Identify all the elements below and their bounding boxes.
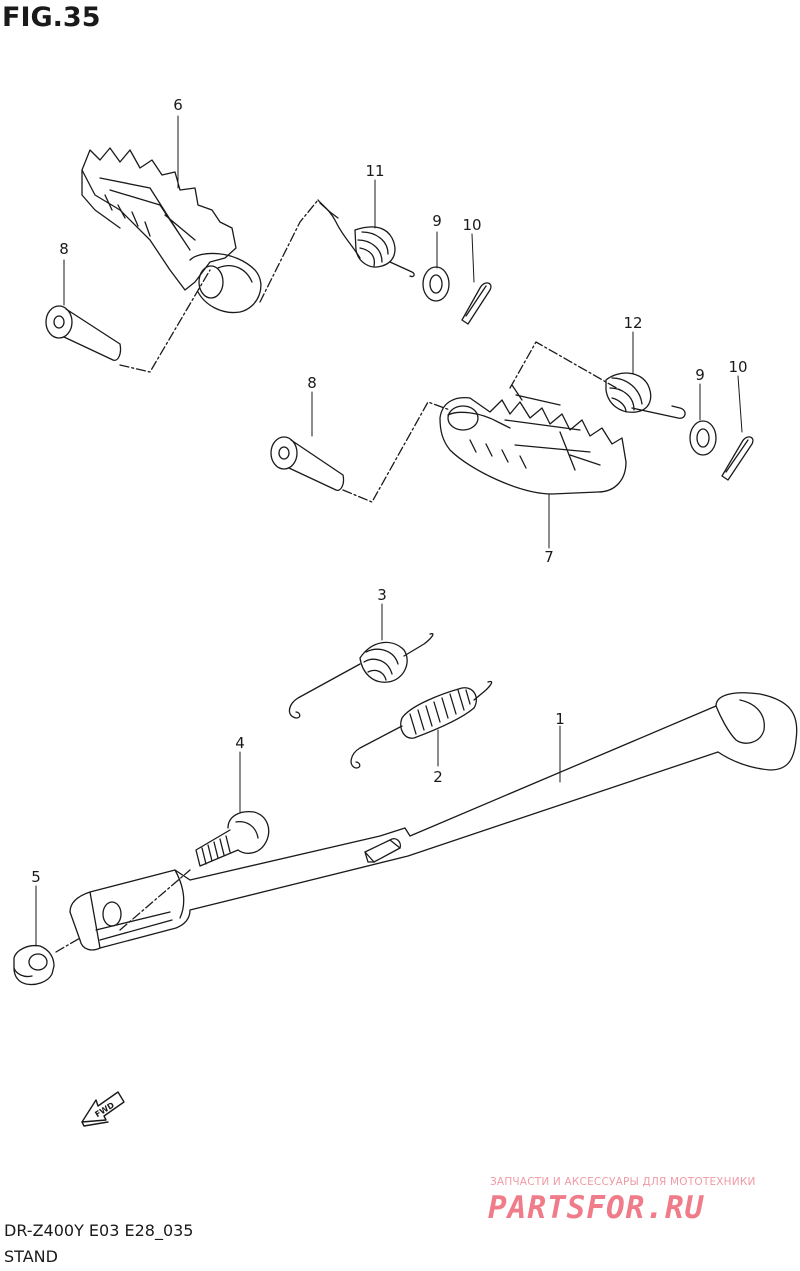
leader-lines bbox=[35, 115, 743, 947]
callout-10-lower: 10 bbox=[728, 358, 747, 376]
fwd-arrow-icon bbox=[81, 1091, 125, 1127]
callout-11: 11 bbox=[365, 162, 384, 180]
callout-6: 6 bbox=[173, 96, 183, 114]
nut-part-5 bbox=[13, 944, 55, 986]
figure-title: FIG.35 bbox=[2, 2, 101, 33]
washer-upper-part-9 bbox=[422, 266, 450, 302]
spring-part-3 bbox=[288, 632, 434, 719]
side-stand-part-1 bbox=[69, 692, 798, 951]
cotter-pin-lower-part-10 bbox=[721, 436, 754, 481]
spring-part-11 bbox=[317, 199, 415, 278]
cotter-pin-upper-part-10 bbox=[461, 282, 492, 325]
callout-4: 4 bbox=[235, 734, 245, 752]
pin-upper-part-8 bbox=[45, 305, 122, 361]
callout-8-lower: 8 bbox=[307, 374, 317, 392]
footrest-left-part-6 bbox=[81, 147, 262, 314]
callout-3: 3 bbox=[377, 586, 387, 604]
section-name: STAND bbox=[4, 1247, 58, 1266]
callout-labels: 1 2 3 4 5 6 7 8 8 9 9 10 10 11 12 bbox=[31, 96, 747, 886]
pin-lower-part-8 bbox=[270, 436, 345, 491]
watermark-tagline: ЗАПЧАСТИ И АКСЕССУАРЫ ДЛЯ МОТОТЕХНИКИ bbox=[490, 1176, 756, 1188]
model-code: DR-Z400Y E03 E28_035 bbox=[4, 1221, 194, 1240]
callout-10-upper: 10 bbox=[462, 216, 481, 234]
callout-9-lower: 9 bbox=[695, 366, 705, 384]
callout-8-upper: 8 bbox=[59, 240, 69, 258]
callout-12: 12 bbox=[623, 314, 642, 332]
footrest-right-part-7 bbox=[439, 384, 627, 495]
callout-5: 5 bbox=[31, 868, 41, 886]
callout-7: 7 bbox=[544, 548, 554, 566]
callout-1: 1 bbox=[555, 710, 565, 728]
watermark-logo: PARTSFOR.RU bbox=[488, 1190, 705, 1226]
spring-part-2 bbox=[350, 680, 493, 769]
washer-lower-part-9 bbox=[689, 420, 717, 456]
spring-part-12 bbox=[605, 372, 686, 419]
callout-2: 2 bbox=[433, 768, 443, 786]
bolt-part-4 bbox=[195, 810, 270, 867]
callout-9-upper: 9 bbox=[432, 212, 442, 230]
